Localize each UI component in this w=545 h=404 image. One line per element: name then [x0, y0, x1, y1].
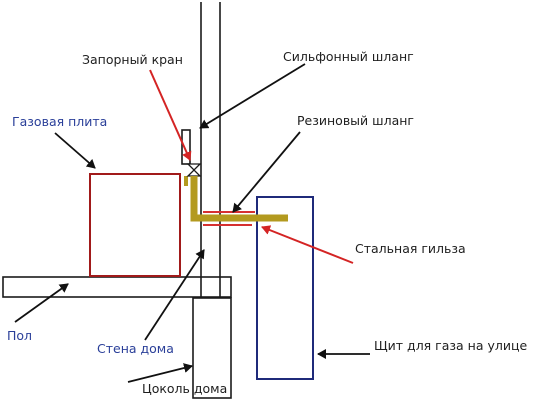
- house-plinth: [192, 297, 232, 399]
- stove-callout-arrow: [54, 132, 96, 169]
- label-rubber-hose: Резиновый шланг: [297, 113, 414, 128]
- label-bellows-hose: Сильфонный шланг: [283, 49, 414, 64]
- label-gas-stove: Газовая плита: [12, 114, 107, 129]
- gas-stove: [89, 173, 181, 277]
- bellows-hose-callout-arrow: [199, 63, 306, 129]
- bellows-hose: [181, 129, 191, 165]
- label-house-plinth: Цоколь дома: [142, 381, 227, 396]
- shutoff-valve-callout-arrow: [149, 69, 192, 161]
- label-house-wall: Стена дома: [97, 341, 174, 356]
- shutoff-valve-symbol: [186, 163, 202, 177]
- outdoor-gas-cabinet: [256, 196, 314, 380]
- house-wall-callout-arrow: [144, 249, 205, 341]
- gas-pipe: [190, 176, 288, 222]
- floor-slab: [2, 276, 232, 298]
- label-gas-cabinet: Щит для газа на улице: [374, 338, 528, 353]
- label-steel-sleeve: Стальная гильза: [355, 241, 466, 256]
- steel-sleeve-callout-arrow: [261, 225, 354, 264]
- label-floor: Пол: [7, 328, 32, 343]
- label-shutoff-valve: Запорный кран: [82, 52, 183, 67]
- house-plinth-callout-arrow: [127, 363, 193, 383]
- floor-callout-arrow: [14, 283, 69, 323]
- rubber-hose-callout-arrow: [232, 131, 301, 213]
